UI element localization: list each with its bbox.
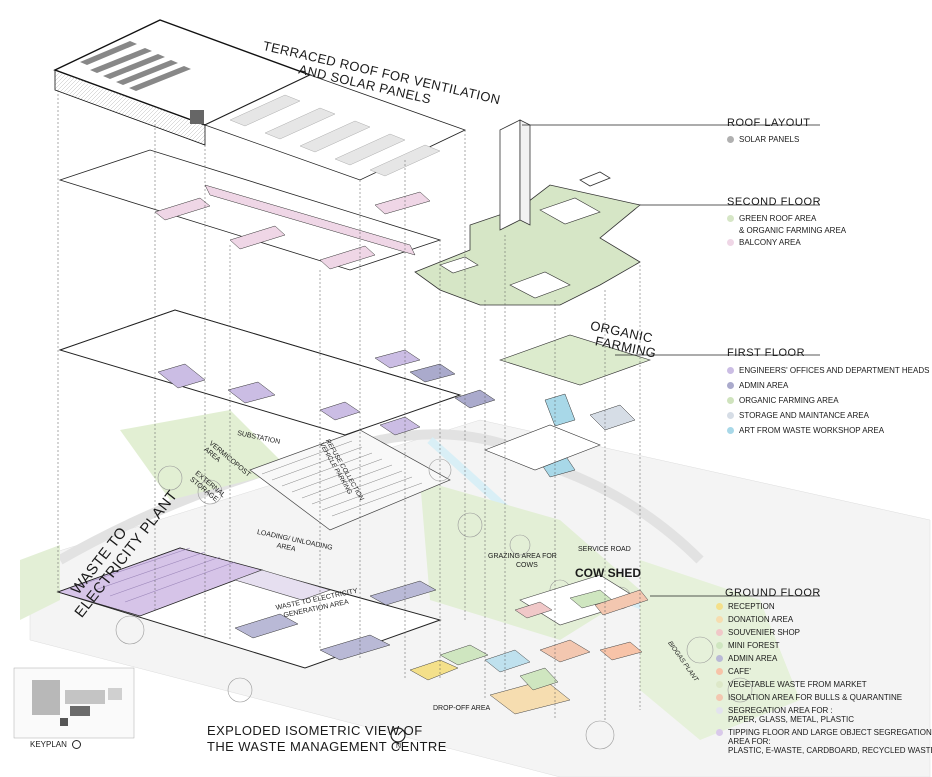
north-letter: N: [396, 743, 402, 750]
ground-floor-plate: [56, 547, 649, 715]
legend-item: PLASTIC, E-WASTE, CARDBOARD, RECYCLED WA…: [728, 746, 932, 755]
legend-swatch: [716, 616, 723, 623]
legend-item: ADMIN AREA: [727, 381, 929, 390]
legend-swatch: [716, 629, 723, 636]
legend-first-title: FIRST FLOOR: [727, 347, 806, 359]
legend-first-floor: FIRST FLOOR ENGINEERS' OFFICES AND DEPAR…: [727, 347, 929, 435]
legend-item: BALCONY AREA: [727, 238, 846, 247]
legend-swatch: [716, 694, 723, 701]
keyplan-map: [13, 667, 135, 739]
legend-roof-title: ROOF LAYOUT: [727, 117, 811, 129]
legend-item: ADMIN AREA: [716, 654, 932, 663]
legend-second-title: SECOND FLOOR: [727, 196, 822, 208]
legend-item: & ORGANIC FARMING AREA: [739, 226, 847, 235]
legend-swatch: [716, 655, 723, 662]
keyplan-north-icon: [72, 740, 82, 750]
legend-swatch: [727, 136, 734, 143]
legend-item: ART FROM WASTE WORKSHOP AREA: [727, 426, 929, 435]
legend-swatch: [727, 239, 734, 246]
legend-swatch: [727, 427, 734, 434]
dropoff-area-label: DROP-OFF AREA: [433, 705, 491, 712]
legend-item: TIPPING FLOOR AND LARGE OBJECT SEGREGATI…: [716, 728, 932, 737]
projection-lines: [57, 90, 641, 720]
legend-swatch: [716, 729, 723, 736]
legend-item: ENGINEERS' OFFICES AND DEPARTMENT HEADS: [727, 366, 929, 375]
leader-lines: [522, 124, 820, 597]
legend-swatch: [727, 412, 734, 419]
service-road-label: SERVICE ROAD: [578, 546, 631, 553]
cow-shed-label: COW SHED: [575, 566, 641, 580]
legend-item: SOLAR PANELS: [727, 135, 811, 144]
legend-item: AREA FOR:: [728, 737, 771, 746]
legend-item: DONATION AREA: [716, 615, 932, 624]
keyplan-label: KEYPLAN: [30, 740, 82, 750]
legend-swatch: [727, 367, 734, 374]
legend-item: MINI FOREST: [716, 641, 932, 650]
legend-swatch: [716, 603, 723, 610]
roof-layout: [53, 19, 611, 231]
legend-swatch: [727, 397, 734, 404]
legend-swatch: [716, 668, 723, 675]
legend-swatch: [727, 215, 734, 222]
legend-item: ISOLATION AREA FOR BULLS & QUARANTINE: [716, 693, 932, 702]
legend-roof: ROOF LAYOUT SOLAR PANELS: [727, 117, 811, 144]
legend-second-floor: SECOND FLOOR GREEN ROOF AREA & ORGANIC F…: [727, 196, 846, 247]
legend-item: PAPER, GLASS, METAL, PLASTIC: [728, 715, 854, 724]
legend-swatch: [716, 642, 723, 649]
legend-swatch: [716, 681, 723, 688]
first-floor-plate: [58, 309, 651, 478]
legend-item: RECEPTION: [716, 602, 932, 611]
legend-ground-floor: GROUND FLOOR RECEPTION DONATION AREA SOU…: [716, 587, 932, 755]
caption: EXPLODED ISOMETRIC VIEW OF THE WASTE MAN…: [207, 723, 447, 754]
legend-item: STORAGE AND MAINTANCE AREA: [727, 411, 929, 420]
legend-item: SEGREGATION AREA FOR :: [716, 706, 932, 715]
legend-item: SOUVENIER SHOP: [716, 628, 932, 637]
legend-swatch: [716, 707, 723, 714]
legend-swatch: [727, 382, 734, 389]
legend-item: GREEN ROOF AREA: [727, 214, 846, 223]
legend-ground-title: GROUND FLOOR: [725, 587, 821, 599]
legend-item: ORGANIC FARMING AREA: [727, 396, 929, 405]
site-landscape: [20, 410, 931, 777]
north-arrow-icon: [390, 727, 406, 743]
legend-item: VEGETABLE WASTE FROM MARKET: [716, 680, 932, 689]
legend-item: CAFE': [716, 667, 932, 676]
